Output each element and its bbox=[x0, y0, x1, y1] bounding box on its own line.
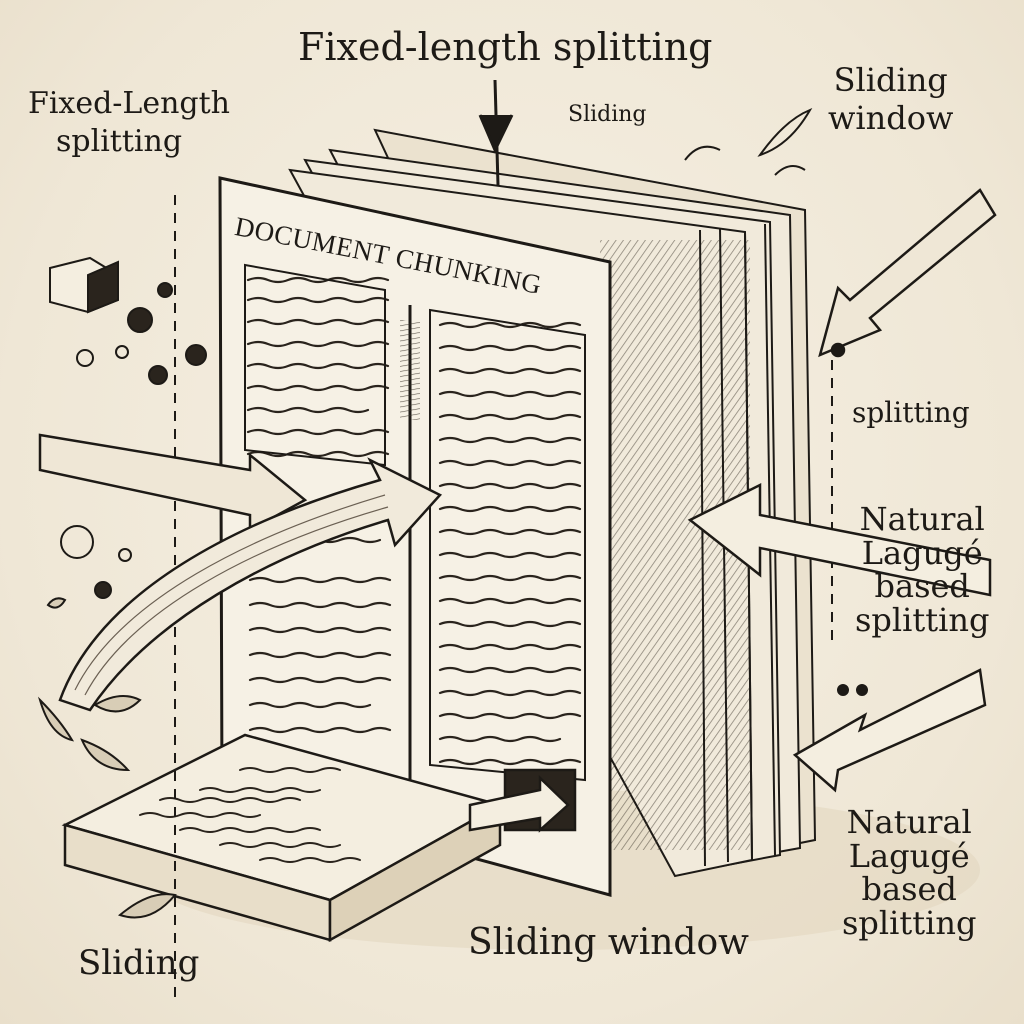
label-top-left-line2: splitting bbox=[56, 123, 183, 159]
label-right-bottom-line4: splitting bbox=[842, 903, 977, 942]
top-arrow bbox=[478, 79, 514, 186]
bottom-chunk-tray bbox=[61, 733, 504, 943]
label-top-right-line1: Sliding bbox=[833, 61, 948, 99]
label-right-bottom-line1: Natural bbox=[846, 803, 972, 841]
label-right-mid-line1: Natural bbox=[859, 500, 985, 538]
label-top-left: Fixed-Length splitting bbox=[28, 88, 230, 157]
leaf-sprig bbox=[37, 108, 813, 919]
label-right-bottom: Natural Lagugé based splitting bbox=[842, 803, 977, 942]
label-top-small-sliding: Sliding bbox=[568, 102, 647, 127]
right-arrows bbox=[687, 188, 997, 793]
label-top-right-line2: window bbox=[828, 98, 954, 137]
label-right-bottom-line3: based bbox=[861, 870, 957, 909]
label-right-mid-line3: based bbox=[874, 567, 970, 606]
label-right-bottom-line2: Lagugé bbox=[848, 836, 970, 875]
label-top-center: Fixed-length splitting bbox=[298, 25, 713, 69]
label-right-mid-line4: splitting bbox=[855, 600, 990, 639]
decorative-shapes bbox=[49, 256, 868, 696]
label-top-left-line1: Fixed-Length bbox=[28, 86, 231, 121]
label-right-mid: Natural Lagugé based splitting bbox=[855, 500, 990, 639]
label-right-mid-line2: Lagugé bbox=[861, 533, 983, 572]
label-bottom-left: Sliding bbox=[78, 943, 200, 983]
right-column-text bbox=[438, 321, 582, 766]
label-bottom-center: Sliding window bbox=[468, 922, 749, 963]
left-arrows bbox=[38, 433, 443, 712]
front-document bbox=[218, 176, 612, 897]
label-top-right: Sliding window bbox=[828, 61, 954, 137]
label-right-splitting: splitting bbox=[852, 396, 970, 429]
left-column-text bbox=[246, 276, 392, 734]
bottom-slot-arrow bbox=[468, 768, 577, 833]
